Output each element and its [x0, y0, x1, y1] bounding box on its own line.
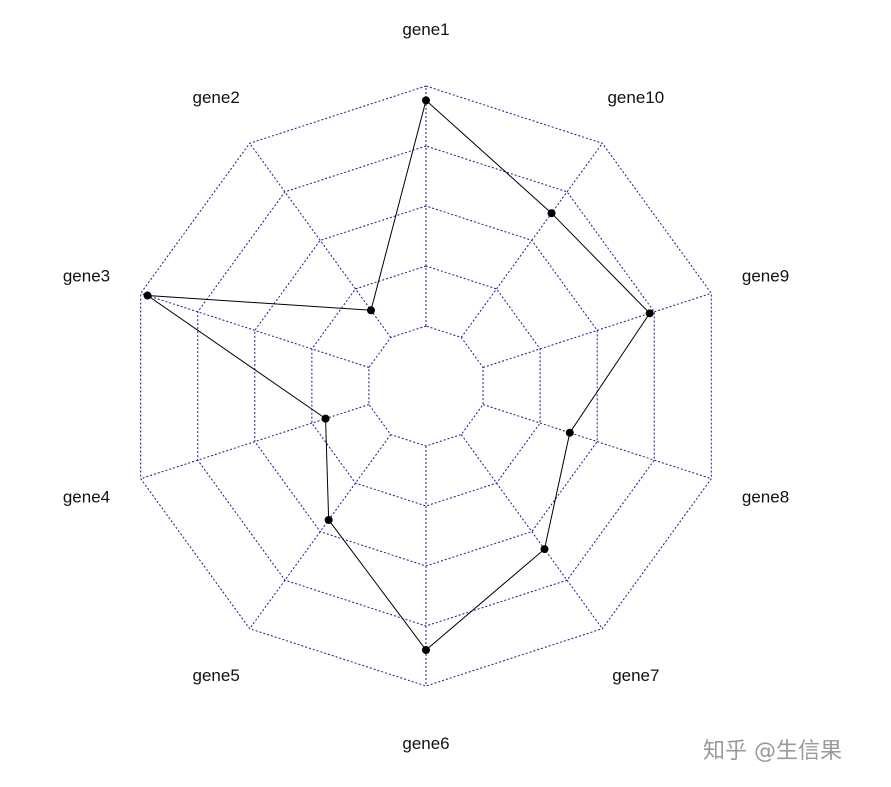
watermark: 知乎 @生信果	[703, 739, 842, 764]
data-point-gene3	[143, 291, 152, 300]
data-point-gene10	[547, 209, 556, 218]
data-point-gene2	[366, 306, 375, 315]
axis-label-gene9: gene9	[742, 267, 789, 286]
data-point-gene9	[645, 309, 654, 318]
axis-label-gene3: gene3	[63, 267, 110, 286]
axis-label-gene7: gene7	[612, 666, 659, 685]
axis-label-gene10: gene10	[607, 88, 664, 107]
data-point-gene1	[422, 96, 430, 105]
radar-series	[143, 96, 654, 654]
axis-labels: gene1 gene2 gene3 gene4 gene5 gene6 gene7 gene8…	[63, 20, 789, 753]
axis-line	[482, 292, 712, 368]
axis-label-gene2: gene2	[193, 88, 240, 107]
data-point-gene4	[321, 414, 330, 423]
axis-line	[249, 434, 392, 629]
axis-label-gene4: gene4	[63, 487, 110, 506]
axis-line	[460, 143, 603, 338]
axis-line	[460, 434, 603, 629]
data-point-gene7	[540, 545, 549, 554]
data-point-gene8	[565, 428, 574, 437]
axis-label-gene6: gene6	[402, 734, 449, 753]
data-point-gene6	[422, 646, 430, 654]
series-line	[145, 99, 651, 651]
grid-ring	[140, 85, 712, 687]
grid-ring	[368, 325, 484, 447]
axis-line	[249, 143, 392, 338]
axis-line	[140, 404, 370, 480]
axis-label-gene8: gene8	[742, 487, 789, 506]
axis-line	[482, 404, 712, 480]
axis-line	[140, 292, 370, 368]
data-point-gene5	[324, 515, 333, 524]
axis-label-gene5: gene5	[193, 666, 240, 685]
radar-axes	[140, 86, 712, 686]
axis-label-gene1: gene1	[402, 20, 449, 39]
